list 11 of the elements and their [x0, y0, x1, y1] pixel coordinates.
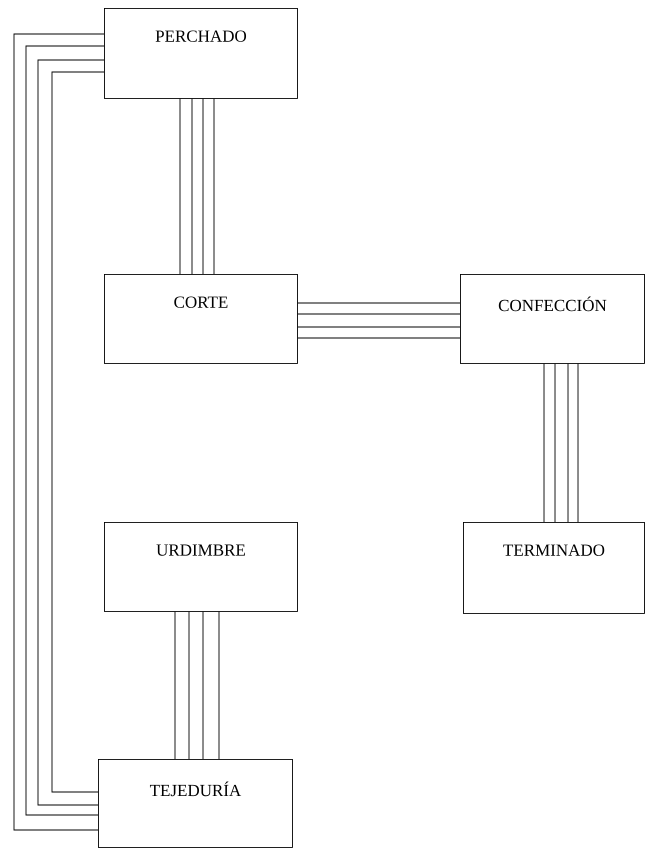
connector-bundle	[174, 611, 220, 760]
process-box: TEJEDURÍA	[98, 759, 293, 848]
process-box: CONFECCIÓN	[460, 274, 645, 364]
connector-bundle	[14, 34, 104, 830]
connector-bundle	[180, 98, 214, 274]
process-box: PERCHADO	[104, 8, 298, 99]
process-box: CORTE	[104, 274, 298, 364]
connector-bundle	[297, 302, 460, 338]
process-box: TERMINADO	[463, 522, 645, 614]
connector-bundle	[544, 363, 578, 522]
process-box: URDIMBRE	[104, 522, 298, 612]
